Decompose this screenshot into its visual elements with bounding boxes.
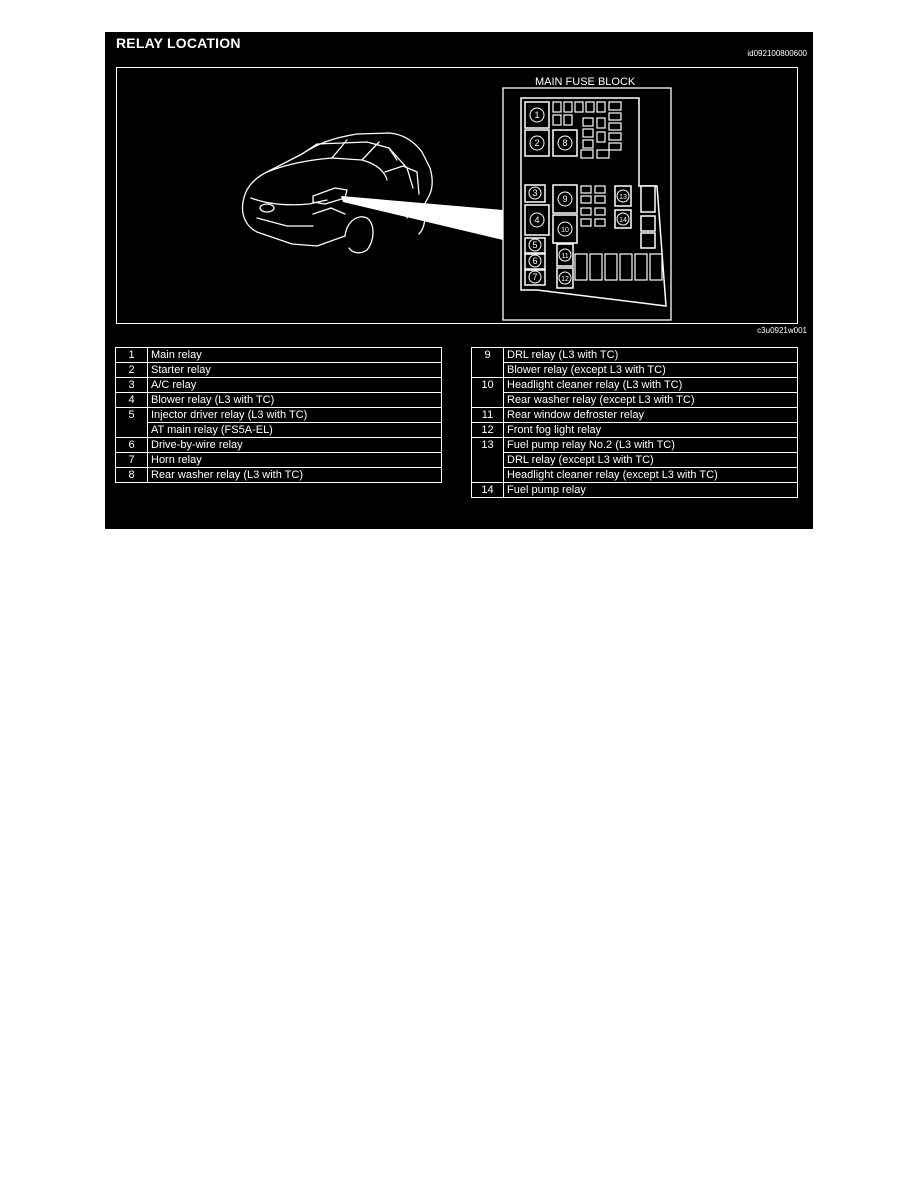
- svg-text:5: 5: [532, 240, 537, 250]
- table-row: Rear washer relay (except L3 with TC): [472, 392, 798, 408]
- svg-text:7: 7: [532, 272, 537, 282]
- svg-text:2: 2: [534, 138, 539, 148]
- projection-beam-icon: [341, 196, 503, 240]
- main-fuse-block-diagram: 1 2 8 3 9 4 10 5 6 7 11 12 13 14: [502, 87, 672, 321]
- relay-location-panel: RELAY LOCATION id092100800600: [105, 32, 813, 529]
- fuse-block-label: MAIN FUSE BLOCK: [535, 76, 636, 88]
- table-row: Blower relay (except L3 with TC): [472, 362, 798, 378]
- svg-text:10: 10: [561, 227, 569, 234]
- svg-text:13: 13: [619, 194, 627, 201]
- table-row: AT main relay (FS5A-EL): [116, 422, 442, 438]
- document-id: id092100800600: [747, 49, 807, 58]
- car-and-fuse-block-illustration: 1 2 8 3 9 4 10 5 6 7 11 12 13 14: [241, 87, 672, 321]
- table-row: DRL relay (except L3 with TC): [472, 452, 798, 468]
- car-icon: [241, 132, 433, 254]
- svg-text:8: 8: [562, 138, 567, 148]
- svg-text:12: 12: [561, 276, 569, 283]
- svg-text:4: 4: [534, 215, 539, 225]
- relay-number-markers: [528, 107, 630, 285]
- relay-location-figure: 1 2 8 3 9 4 10 5 6 7 11 12 13 14 MAIN FU…: [116, 67, 798, 324]
- svg-text:1: 1: [534, 110, 539, 120]
- svg-text:11: 11: [561, 253, 568, 260]
- page-title: RELAY LOCATION: [116, 35, 241, 51]
- svg-text:14: 14: [619, 217, 627, 224]
- table-row: Headlight cleaner relay (except L3 with …: [472, 467, 798, 483]
- figure-id: c3u0921w001: [757, 326, 807, 335]
- svg-text:9: 9: [562, 194, 567, 204]
- svg-text:6: 6: [532, 256, 537, 266]
- svg-text:3: 3: [532, 188, 537, 198]
